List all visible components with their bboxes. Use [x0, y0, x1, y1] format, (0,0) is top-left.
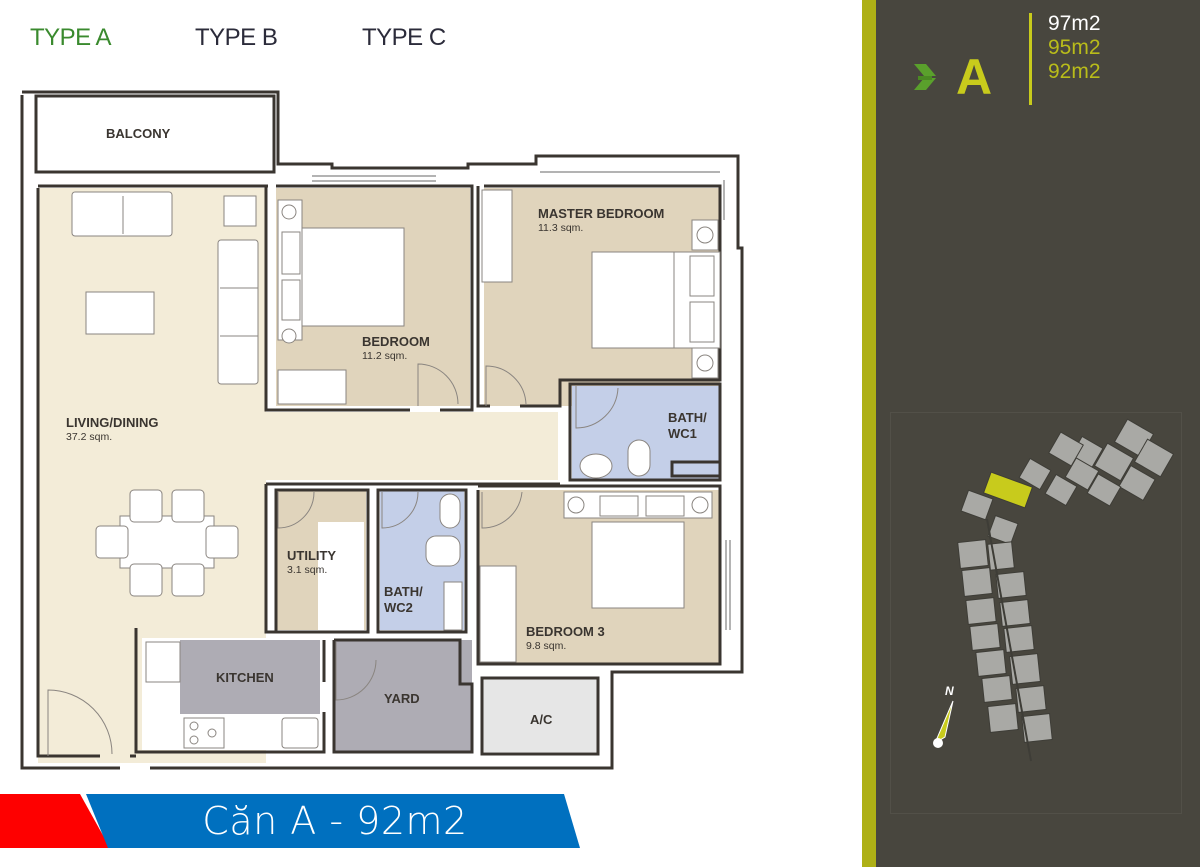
balcony-area [38, 96, 272, 170]
label-kitchen: KITCHEN [216, 670, 274, 685]
size-options: 97m2 95m2 92m2 [1048, 12, 1101, 84]
area-bedroom: 11.2 sqm. [362, 350, 407, 362]
label-bedroom-3: BEDROOM 3 [526, 624, 605, 639]
label-master-bedroom: MASTER BEDROOM [538, 206, 664, 221]
tab-type-a[interactable]: TYPE A [30, 24, 112, 51]
size-divider [1029, 13, 1032, 105]
label-bath-wc2: BATH/ [384, 584, 423, 599]
yard-area [334, 640, 472, 752]
label-bath-wc2-line2: WC2 [384, 600, 413, 615]
utility-white-area [318, 522, 364, 630]
label-utility: UTILITY [287, 548, 336, 563]
size-option-97[interactable]: 97m2 [1048, 12, 1101, 35]
highlighted-unit [982, 471, 1034, 509]
compass-icon: N [933, 684, 954, 748]
size-option-92[interactable]: 92m2 [1048, 60, 1101, 83]
type-letter: A [956, 49, 993, 105]
walls [20, 90, 744, 770]
furniture [71, 189, 721, 749]
tab-type-c[interactable]: TYPE C [362, 24, 446, 51]
kitchen-grey-area [180, 640, 320, 714]
corridor-area [266, 412, 558, 480]
type-tabs: TYPE A TYPE B TYPE C [0, 0, 820, 80]
side-panel-stripe [862, 0, 876, 867]
tab-type-b[interactable]: TYPE B [195, 24, 278, 51]
unit-banner: Căn A - 92m2 [0, 794, 600, 848]
area-master-bedroom: 11.3 sqm. [538, 222, 583, 234]
chevron-right-icon [914, 64, 936, 90]
label-bath-wc1: BATH/ [668, 410, 707, 425]
door-swings [47, 363, 619, 756]
compass-north-label: N [945, 684, 954, 698]
label-ac: A/C [530, 712, 553, 727]
floor-plan: BALCONY BEDROOM 11.2 sqm. MASTER BEDROOM… [0, 80, 820, 780]
label-bedroom: BEDROOM [362, 334, 430, 349]
banner-blue-bar [86, 794, 580, 848]
label-yard: YARD [384, 691, 420, 706]
area-living-dining: 37.2 sqm. [66, 431, 112, 443]
area-utility: 3.1 sqm. [287, 564, 327, 576]
label-balcony: BALCONY [106, 126, 171, 141]
area-bedroom-3: 9.8 sqm. [526, 640, 566, 652]
size-option-95[interactable]: 95m2 [1048, 36, 1101, 59]
building-blocks [957, 418, 1175, 743]
label-bath-wc1-line2: WC1 [668, 426, 697, 441]
windows [312, 171, 731, 630]
site-map: N [890, 412, 1182, 814]
banner-title: Căn A - 92m2 [202, 799, 468, 843]
ac-area [482, 678, 598, 752]
label-living-dining: LIVING/DINING [66, 415, 158, 430]
corridor-line [986, 518, 1032, 762]
